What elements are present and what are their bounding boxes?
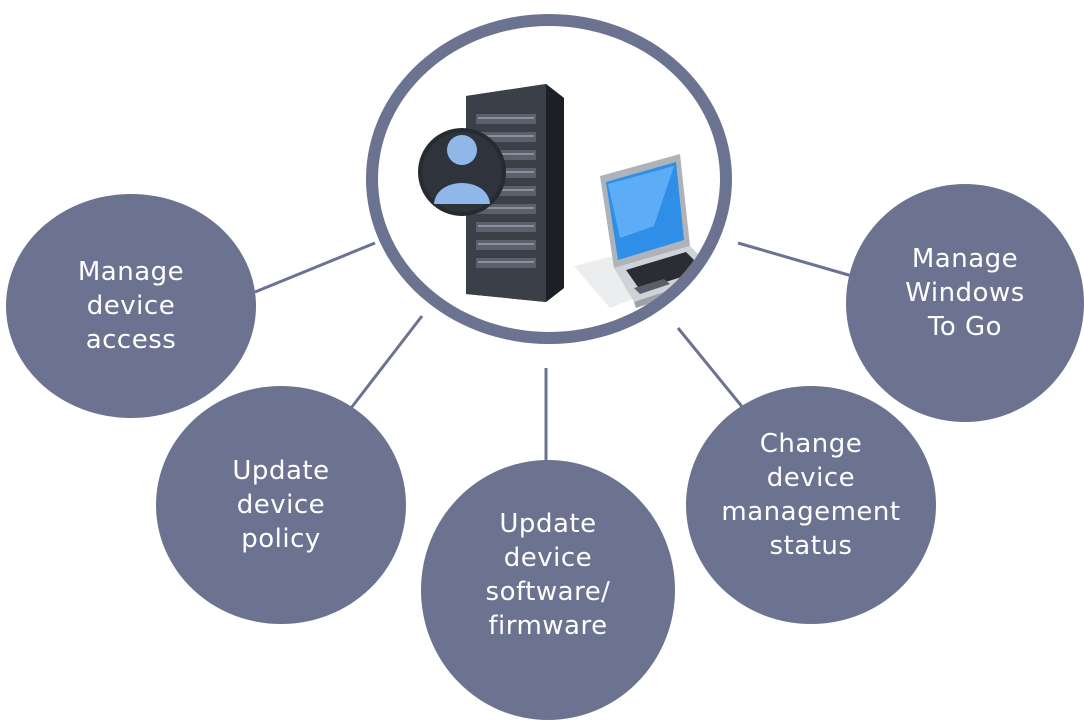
connector-manage-device-access bbox=[254, 241, 376, 294]
node-text-line: device bbox=[766, 463, 856, 493]
node-text-line: management bbox=[721, 497, 901, 527]
node-text-line: Update bbox=[232, 456, 330, 486]
node-text-line: Manage bbox=[911, 244, 1019, 274]
node-text-line: Manage bbox=[77, 257, 185, 287]
node-text-line: policy bbox=[241, 524, 321, 554]
node-text-line: status bbox=[769, 531, 853, 561]
node-text-line: access bbox=[85, 325, 177, 355]
hub-circle bbox=[366, 14, 732, 344]
node-text-line: software/ bbox=[485, 577, 611, 607]
node-text-line: device bbox=[236, 490, 326, 520]
device-management-diagram: Manage device access Update device polic… bbox=[6, 14, 1084, 720]
laptop-icon bbox=[574, 154, 718, 308]
user-avatar-icon bbox=[418, 128, 506, 216]
connector-update-device-policy bbox=[346, 315, 424, 413]
node-text-line: Windows bbox=[905, 278, 1025, 308]
connector-manage-windows-to-go bbox=[737, 241, 853, 278]
node-manage-device-access: Manage device access bbox=[6, 194, 256, 418]
node-text-line: To Go bbox=[927, 312, 1003, 342]
node-text-line: device bbox=[86, 291, 176, 321]
connector-change-device-management-status bbox=[676, 327, 750, 415]
connectors bbox=[254, 241, 853, 468]
node-update-device-policy: Update device policy bbox=[156, 386, 406, 624]
node-manage-windows-to-go: Manage Windows To Go bbox=[846, 184, 1084, 422]
node-text-line: device bbox=[503, 543, 593, 573]
node-change-device-management-status: Change device management status bbox=[686, 386, 936, 624]
node-text-line: firmware bbox=[488, 611, 608, 641]
node-update-device-software-firmware: Update device software/ firmware bbox=[421, 460, 675, 720]
node-text-line: Update bbox=[499, 509, 597, 539]
node-text-line: Change bbox=[759, 429, 863, 459]
